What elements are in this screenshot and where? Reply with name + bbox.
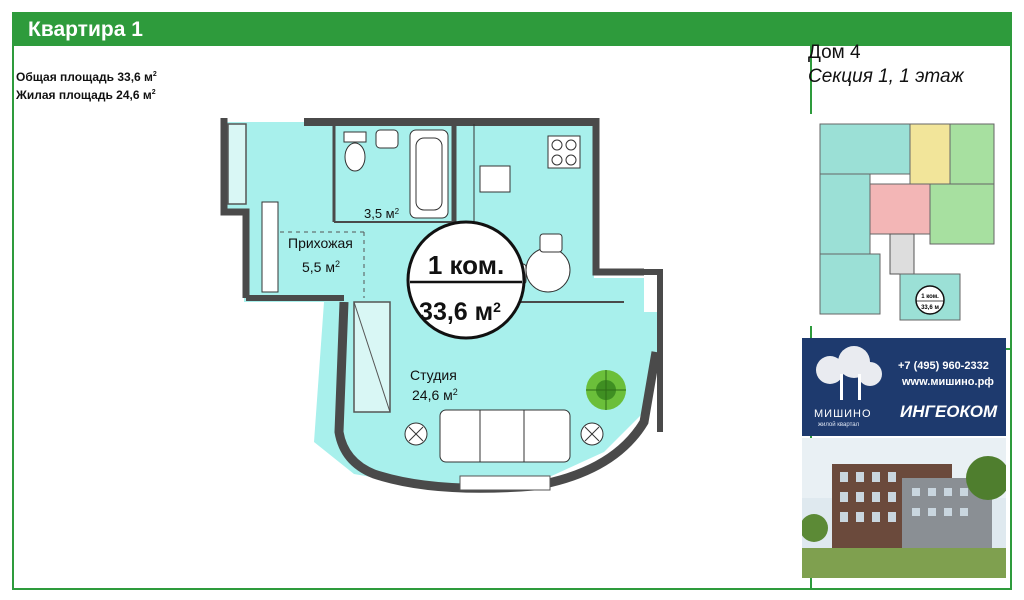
hallway-area-text: 5,5 м — [302, 259, 335, 275]
mini-room-cyan-2 — [819, 173, 871, 255]
window-entry — [227, 123, 247, 205]
studio-name-label: Студия — [410, 367, 457, 383]
floor-overview-plan: 1 ком. 33,6 м — [810, 114, 996, 326]
badge-area: 33,6 м2 — [419, 298, 501, 326]
bathtub-icon — [409, 129, 449, 219]
header-bar: Квартира 1 — [14, 14, 1010, 46]
total-area-text: Общая площадь 33,6 м — [16, 70, 153, 84]
ad-brand: ИНГЕОКОМ — [900, 402, 998, 421]
studio-area-label: 24,6 м2 — [412, 387, 458, 403]
logo-subtitle: жилой квартал — [818, 422, 860, 428]
page-title: Квартира 1 — [28, 18, 143, 41]
bathroom-area-label: 3,5 м2 — [364, 206, 400, 221]
mini-badge-area: 33,6 м — [921, 305, 939, 311]
ad-banner: МИШИНО жилой квартал +7 (495) 960-2332 w… — [802, 338, 1006, 436]
window-left-line — [353, 301, 391, 413]
ad-website[interactable]: www.мишино.рф — [902, 376, 994, 388]
building-photo — [802, 438, 1006, 578]
balcony-window — [459, 475, 551, 491]
stove-icon — [547, 135, 581, 169]
apartment-badge: 1 ком. 33,6 м2 — [406, 220, 526, 340]
floor-plan: 3,5 м2 Прихожая 5,5 м2 Студия 24,6 м2 1 … — [220, 118, 663, 493]
section-label: Секция 1, 1 этаж — [808, 66, 964, 87]
page-frame: Квартира 1 — [12, 12, 1012, 590]
hallway-dividers — [264, 231, 365, 298]
mini-room-cyan-1 — [819, 123, 911, 175]
lamp-left-icon — [404, 422, 428, 446]
bathroom-area-sup: 2 — [395, 207, 400, 216]
sink-icon — [375, 129, 399, 149]
mini-badge-rooms: 1 ком. — [921, 294, 939, 300]
house-label: Дом 4 — [808, 42, 861, 63]
logo-name: МИШИНО — [814, 408, 872, 420]
bathroom-area-text: 3,5 м — [364, 206, 395, 221]
mini-stairs — [889, 233, 915, 275]
wardrobe-icon — [261, 201, 279, 293]
total-area: Общая площадь 33,6 м2 — [16, 70, 157, 84]
developer-ad: МИШИНО жилой квартал +7 (495) 960-2332 w… — [802, 338, 1006, 578]
badge-rooms: 1 ком. — [428, 250, 504, 280]
hallway-area-sup: 2 — [335, 259, 340, 269]
studio-area-sup: 2 — [453, 387, 458, 397]
ad-phone[interactable]: +7 (495) 960-2332 — [898, 360, 989, 372]
sofa-icon — [439, 409, 571, 463]
tree-logo-icon — [816, 346, 882, 400]
studio-area-text: 24,6 м — [412, 387, 453, 403]
plant-icon — [586, 370, 626, 410]
mini-room-pink — [869, 183, 931, 235]
hallway-name-label: Прихожая — [288, 235, 353, 251]
mini-room-green-2 — [929, 183, 995, 245]
lamp-right-icon — [580, 422, 604, 446]
total-area-sup: 2 — [152, 71, 157, 78]
hallway-area-label: 5,5 м2 — [302, 259, 340, 275]
living-area-sup: 2 — [151, 89, 156, 96]
badge-area-sup: 2 — [493, 299, 501, 315]
mini-room-yellow — [909, 123, 951, 185]
mini-room-cyan-3 — [819, 253, 881, 315]
living-area-text: Жилая площадь 24,6 м — [16, 88, 152, 102]
badge-area-text: 33,6 м — [419, 298, 493, 326]
toilet-icon — [343, 131, 367, 172]
living-area: Жилая площадь 24,6 м2 — [16, 88, 156, 102]
mini-badge — [915, 285, 945, 315]
mini-room-green-1 — [949, 123, 995, 185]
kitchen-sink-icon — [479, 165, 511, 193]
